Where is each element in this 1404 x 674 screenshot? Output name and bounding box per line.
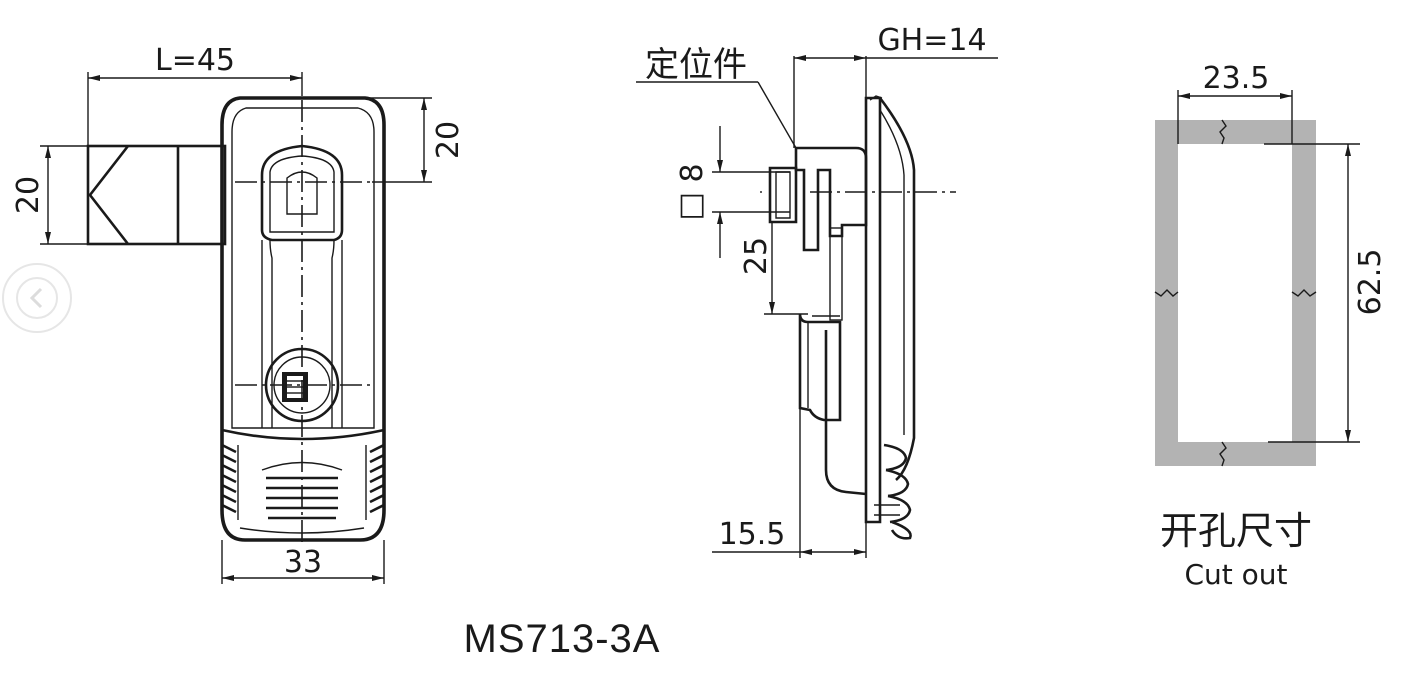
side-bezel bbox=[864, 95, 916, 540]
dimension-cutout-height: 62.5 bbox=[1264, 143, 1388, 443]
break-mark-top bbox=[1219, 119, 1227, 145]
chevron-left-icon bbox=[16, 277, 58, 319]
handle-body bbox=[220, 96, 386, 542]
dimension-grip-height: GH=14 bbox=[793, 23, 998, 148]
break-mark-bottom bbox=[1219, 441, 1227, 467]
dimension-depth: 15.5 bbox=[712, 408, 867, 558]
depth-label: 15.5 bbox=[719, 517, 786, 552]
cutout-height-label: 62.5 bbox=[1353, 249, 1388, 316]
spindle-length-label: 25 bbox=[739, 237, 774, 275]
model-number: MS713-3A bbox=[464, 617, 661, 661]
tongue-height-label: 20 bbox=[11, 176, 46, 214]
dimension-cutout-width: 23.5 bbox=[1177, 61, 1293, 144]
side-housing bbox=[768, 146, 868, 496]
front-view: L=45 20 20 33 bbox=[11, 43, 466, 584]
cutout-frame bbox=[1155, 120, 1316, 466]
cutout-view: 23.5 62.5 开孔尺寸 Cut out bbox=[1154, 61, 1388, 591]
positioning-part-callout: 定位件 bbox=[636, 45, 797, 149]
grip-ribs bbox=[221, 428, 385, 534]
dimension-length: L=45 bbox=[87, 43, 303, 145]
positioning-part-label: 定位件 bbox=[645, 45, 747, 85]
dimension-square-spindle: 8 □ bbox=[675, 126, 790, 258]
cutout-width-label: 23.5 bbox=[1203, 61, 1270, 96]
previous-image-button[interactable] bbox=[2, 263, 72, 333]
latch-tongue bbox=[86, 144, 227, 246]
break-mark-right bbox=[1291, 289, 1317, 297]
handle-offset-label: 20 bbox=[431, 121, 466, 159]
square-symbol: □ bbox=[678, 187, 706, 222]
dimension-spindle-length: 25 bbox=[739, 191, 808, 315]
cutout-title-cn: 开孔尺寸 bbox=[1160, 509, 1312, 553]
side-view: 定位件 GH=14 8 □ 25 bbox=[636, 23, 998, 558]
body-width-label: 33 bbox=[284, 545, 322, 580]
dimension-tongue-height: 20 bbox=[11, 145, 88, 245]
cutout-title-en: Cut out bbox=[1184, 558, 1287, 591]
break-mark-left bbox=[1154, 289, 1179, 297]
dimension-handle-offset: 20 bbox=[368, 97, 466, 183]
dimension-body-width: 33 bbox=[221, 540, 385, 584]
length-label: L=45 bbox=[155, 43, 235, 78]
grip-height-label: GH=14 bbox=[877, 23, 986, 58]
square-size-label: 8 bbox=[675, 163, 710, 182]
